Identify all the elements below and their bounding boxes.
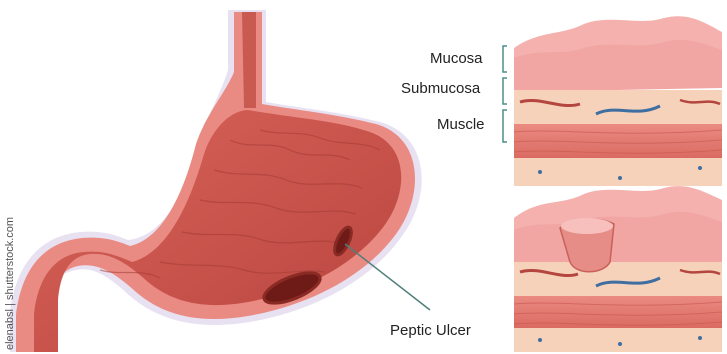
submucosa-label: Submucosa (401, 80, 480, 97)
healthy-base-layer (514, 158, 722, 186)
esophagus (242, 12, 256, 108)
mucosa-label: Mucosa (430, 50, 483, 67)
tissue-block-healthy (514, 16, 722, 186)
muscle-bracket (503, 110, 507, 142)
ulcer-base-layer (514, 328, 722, 352)
mucosa-bracket (503, 46, 507, 72)
image-credit: elenabsl | shutterstock.com (4, 217, 16, 350)
healthy-submucosa-layer (514, 90, 722, 126)
tissue-block-ulcer (514, 186, 722, 352)
layer-brackets (503, 46, 507, 142)
stomach-illustration (10, 10, 430, 352)
peptic-ulcer-label: Peptic Ulcer (390, 322, 471, 339)
ulcer-submucosa-layer (514, 262, 722, 298)
muscle-label: Muscle (437, 116, 485, 133)
ulcer-crater-rim (561, 218, 613, 234)
submucosa-bracket (503, 78, 507, 104)
